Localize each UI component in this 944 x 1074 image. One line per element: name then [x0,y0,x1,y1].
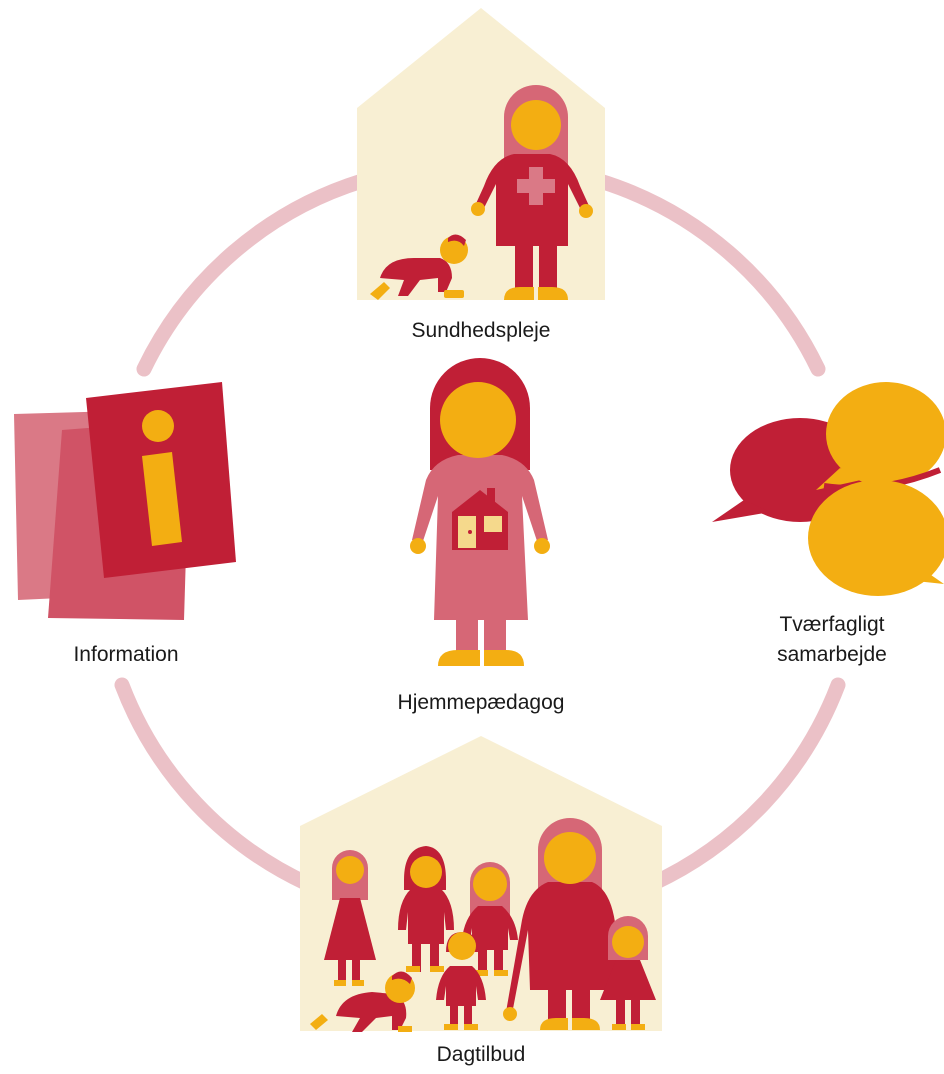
educator-shoe-right [484,650,524,666]
educator-leg-right [484,618,506,654]
nurse-hand-left [471,202,485,216]
child-figure [324,850,376,986]
bubble-yellow-top [826,382,944,486]
label-tvaerfagligt-line2: samarbejde [777,643,887,666]
child-figure [600,916,656,1030]
educator-hand-left [410,538,426,554]
educator-leg-left [456,618,478,654]
cycle-ring [114,173,846,893]
dagtilbud-icon [300,736,662,1032]
nurse-head [511,100,561,150]
tvaerfagligt-icon [712,382,944,596]
nurse-shoe-left [504,287,534,300]
ring-arc-top-right [592,173,826,377]
info-stem [142,452,182,546]
label-hjemmepaedagog: Hjemmepædagog [397,691,565,714]
ring-arc-bottom-right [642,677,846,893]
info-dot [142,410,174,442]
nurse-cross-h [517,179,555,193]
nurse-leg-right [539,244,557,292]
nurse-shoe-right [538,287,568,300]
adult-figure [503,818,622,1030]
label-information: Information [73,643,179,666]
crawling-baby [370,234,468,300]
crawling-baby [310,971,415,1032]
child-figure [398,846,454,972]
label-tvaerfagligt-line1: Tværfagligt [779,613,885,636]
label-dagtilbud: Dagtilbud [436,1043,526,1066]
sundhedspleje-icon [357,8,605,300]
house-emblem [452,488,508,550]
label-sundhedspleje: Sundhedspleje [411,319,551,342]
child-figure [462,862,518,976]
educator-shoe-left [438,650,480,666]
educator-hand-right [534,538,550,554]
nurse-leg-left [515,244,533,292]
information-icon [14,382,236,620]
educator-head [440,382,516,458]
nurse-hand-right [579,204,593,218]
ring-arc-bottom-left [114,677,318,893]
hjemmepaedagog-icon [410,358,550,666]
child-figure [436,932,486,1030]
bubble-yellow-bottom [808,480,944,596]
ring-arc-top-left [136,173,370,377]
